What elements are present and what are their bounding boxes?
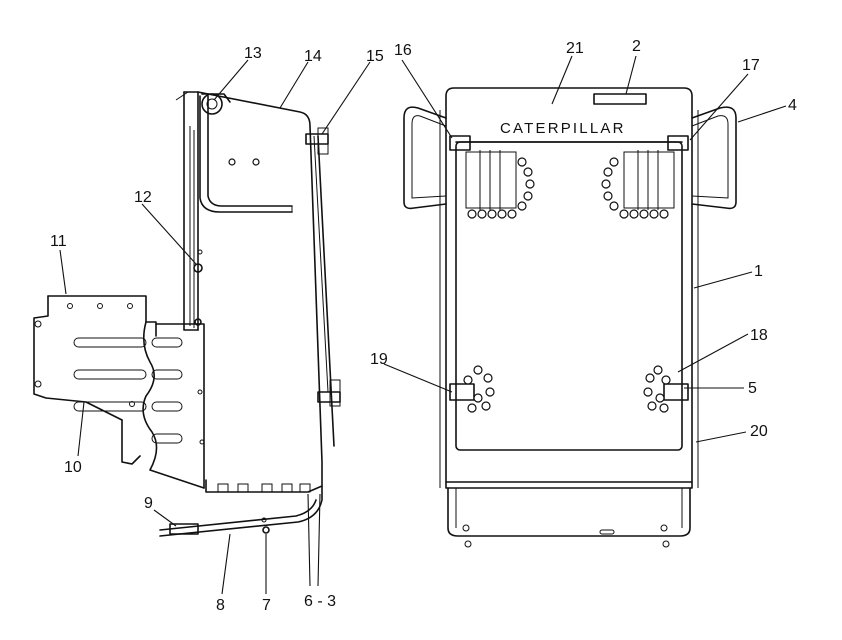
mounting-hole: [228, 158, 236, 166]
bracket-slots: [73, 337, 183, 444]
callout-16: 16: [394, 42, 412, 59]
callout-20: 20: [750, 423, 768, 440]
callout-9: 9: [144, 495, 153, 512]
callout-13: 13: [244, 45, 262, 62]
callout-10: 10: [64, 459, 82, 476]
callout-15: 15: [366, 48, 384, 65]
left-handle: [403, 106, 447, 210]
callout-1: 1: [754, 263, 763, 280]
lower-left-holes: [463, 365, 495, 413]
callout-2: 2: [632, 38, 641, 55]
brand-logo-text: CATERPILLAR: [500, 120, 626, 137]
right-handle: [691, 106, 737, 210]
callout-12: 12: [134, 189, 152, 206]
callout-21: 21: [566, 40, 584, 57]
leader-lines: [59, 55, 787, 595]
lower-right-holes: [643, 365, 671, 413]
callout-7: 7: [262, 597, 271, 614]
nameplate: [593, 93, 647, 105]
bottom-fasteners: [217, 483, 311, 493]
mounting-hole: [252, 158, 260, 166]
callout-5: 5: [748, 380, 757, 397]
right-vent: [601, 150, 675, 219]
front-view: CATERPILLAR: [403, 87, 737, 548]
callout-labels: 13 14 15 16 21 2 17 4 12 11 1 18 19 5 20…: [50, 38, 797, 614]
callout-8: 8: [216, 597, 225, 614]
left-vent: [465, 150, 535, 219]
callout-17: 17: [742, 57, 760, 74]
callout-19: 19: [370, 351, 388, 368]
callout-18: 18: [750, 327, 768, 344]
callout-14: 14: [304, 48, 322, 65]
callout-11: 11: [50, 233, 67, 250]
callout-6-3: 6 - 3: [304, 593, 336, 610]
callout-4: 4: [788, 97, 797, 114]
side-view: [33, 91, 341, 537]
